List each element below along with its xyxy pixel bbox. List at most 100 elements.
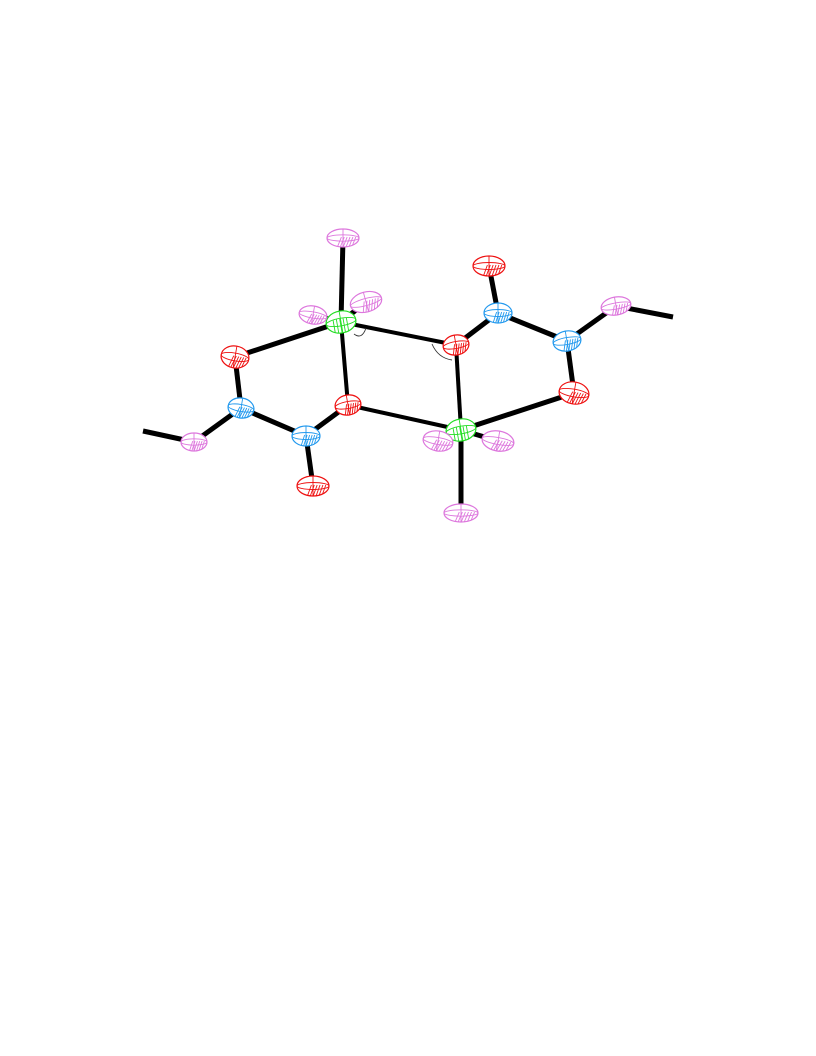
fluorine-principal-axis (310, 306, 316, 324)
nitrogen-principal-axis (564, 331, 570, 351)
hatch-line (488, 264, 494, 276)
fluorine-octant-shading (336, 236, 357, 247)
fluorine-atom-f5 (481, 430, 515, 453)
metal-atom-m1 (325, 310, 357, 335)
hatch-line (193, 440, 198, 451)
fluorine-octant-shading (611, 302, 629, 316)
fluorine-atom-f4 (422, 430, 454, 453)
hatch-line (308, 434, 313, 446)
hatch-line (306, 313, 313, 324)
hatch-line (345, 236, 351, 247)
hatch-line (482, 264, 488, 276)
hatch-line (577, 393, 584, 406)
hatch-line (306, 484, 312, 496)
angle-arc-layer (353, 327, 453, 361)
hatch-line (312, 484, 318, 496)
hatch-line (234, 406, 241, 418)
fluorine-atom-f7 (180, 432, 208, 452)
oxygen-principal-axis (345, 395, 351, 415)
oxygen-principal-axis (453, 335, 459, 355)
hatch-line (339, 236, 345, 247)
hatch-line (501, 441, 509, 453)
hatch-line (238, 407, 245, 419)
bond-m1-o1 (234, 319, 342, 360)
bond-m2-o3 (454, 344, 463, 431)
hatch-line (563, 340, 566, 352)
hatch-line (466, 511, 472, 522)
hatch-line (365, 300, 368, 313)
metal-principal-axis (338, 311, 344, 333)
hatch-line (570, 338, 574, 351)
hatch-line (460, 511, 466, 522)
hatch-line (373, 298, 376, 311)
hatch-line (571, 392, 579, 405)
hatch-line (310, 434, 316, 446)
nitrogen-principal-axis (238, 398, 244, 418)
metal-principal-axis (458, 419, 464, 441)
hatch-line (573, 338, 576, 351)
hatch-line (318, 484, 324, 496)
fluorine-atom-f6 (443, 503, 479, 523)
hatch-line (565, 339, 569, 352)
hatch-line (198, 440, 203, 451)
hatch-line (459, 342, 462, 355)
oxygen-atom-o2 (334, 394, 362, 416)
hatch-line (316, 315, 323, 325)
hatch-line (452, 344, 455, 356)
hatch-line (493, 440, 500, 451)
hatch-line (308, 314, 315, 324)
hatch-line (568, 339, 571, 351)
hatch-line (433, 440, 440, 451)
hatch-line (344, 404, 347, 416)
hatch-line (452, 427, 456, 443)
oxygen-atom-o1 (220, 345, 250, 370)
atom-layer (180, 228, 632, 523)
bond-m1-o3 (340, 320, 457, 347)
hatch-line (236, 406, 243, 418)
hatch-line (455, 343, 458, 356)
hatch-line (354, 402, 357, 415)
hatch-line (348, 236, 354, 247)
hatch-line (500, 311, 505, 323)
oxygen-atom-o3 (442, 334, 470, 356)
hatch-line (336, 236, 342, 247)
hatch-line (332, 319, 336, 335)
oxygen-principal-axis (232, 346, 238, 368)
hatch-line (438, 440, 446, 452)
fluorine-atom-f8 (600, 296, 632, 316)
hatch-line (485, 264, 491, 276)
nitrogen-octant-shading (300, 434, 318, 446)
hatch-line (191, 440, 196, 451)
hatch-line (617, 304, 621, 315)
hatch-line (189, 440, 194, 451)
fluorine-principal-axis (613, 297, 619, 315)
hatch-line (490, 439, 497, 451)
hatch-line (495, 311, 500, 323)
hatch-line (566, 391, 574, 404)
hatch-line (574, 392, 582, 405)
hatch-line (309, 484, 315, 496)
hatch-line (230, 355, 237, 368)
hatch-line (235, 356, 242, 369)
nitrogen-atom-n4 (552, 330, 582, 352)
fluorine-atom-f1 (326, 228, 360, 248)
hatch-line (502, 311, 508, 323)
fluorine-principal-axis (435, 431, 441, 451)
hatch-line (492, 311, 498, 323)
hatch-line (457, 511, 463, 522)
nitrogen-octant-shading (563, 338, 579, 352)
hatch-line (243, 408, 250, 419)
hatch-line (436, 440, 443, 452)
hatch-line (614, 304, 618, 316)
bond-layer (142, 237, 674, 513)
hatch-line (232, 356, 240, 369)
nitrogen-atom-n2 (291, 425, 321, 447)
hatch-line (622, 303, 626, 314)
nitrogen-octant-shading (492, 311, 510, 323)
bond-m1-o2 (339, 321, 350, 406)
hatch-line (241, 407, 248, 419)
hatch-line (441, 441, 448, 453)
hatch-line (498, 441, 506, 452)
